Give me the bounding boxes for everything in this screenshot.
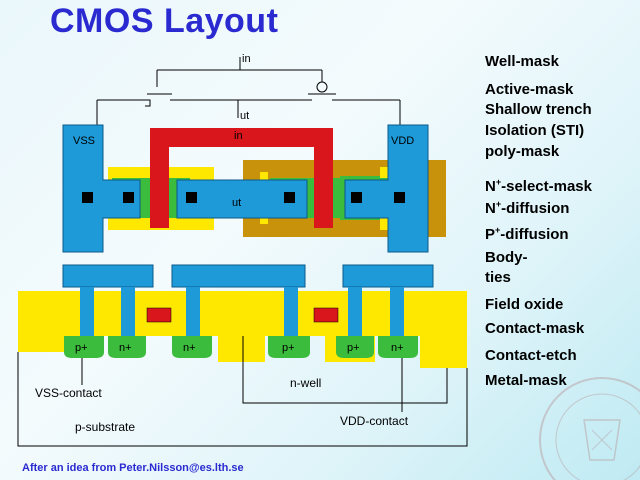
diffusion-label: p+ <box>75 342 88 354</box>
legend-n-diffusion: N+-diffusion <box>485 199 570 217</box>
metal-bar-vss <box>62 264 154 288</box>
diffusion-region <box>378 336 418 358</box>
legend-body-2: ties <box>485 269 511 286</box>
legend-contact-etch: Contact-etch <box>485 347 577 364</box>
legend-metal: Metal-mask <box>485 372 567 389</box>
nwell-outline <box>242 336 448 404</box>
schematic-out-label: ut <box>240 110 249 122</box>
diffusion-label: n+ <box>391 342 404 354</box>
schematic-in-label: in <box>242 53 251 65</box>
schematic-pmos-bubble <box>316 81 328 93</box>
vdd-contact-label: VDD-contact <box>340 414 409 428</box>
schematic-out-wire <box>96 99 401 128</box>
contact-plug <box>80 287 94 336</box>
legend-sti-1: Shallow trench <box>485 101 592 118</box>
contact <box>284 192 295 203</box>
metal-bar-out <box>171 264 306 288</box>
diffusion-label: p+ <box>282 342 295 354</box>
diffusion-region <box>108 336 146 358</box>
poly-gate-nmos <box>146 307 172 323</box>
contact <box>351 192 362 203</box>
diffusion-region <box>336 336 374 358</box>
schematic <box>96 57 401 128</box>
contact <box>123 192 134 203</box>
vss-label: VSS <box>73 135 95 147</box>
substrate-label: p-substrate <box>75 420 135 434</box>
slide-title: CMOS Layout <box>50 2 279 40</box>
cross-section <box>17 264 468 447</box>
contact <box>186 192 197 203</box>
layout-top-view <box>62 124 446 253</box>
legend-field-oxide: Field oxide <box>485 296 564 313</box>
contact-plug <box>186 287 200 336</box>
metal-bar-vdd <box>342 264 434 288</box>
contact-plug <box>348 287 362 336</box>
layout-out-label: ut <box>232 197 241 209</box>
diffusion-label: p+ <box>347 342 360 354</box>
vss-metal <box>62 124 141 253</box>
layout-in-label: in <box>234 130 243 142</box>
contact <box>394 192 405 203</box>
diffusion-region <box>172 336 212 358</box>
legend-well: Well-mask <box>485 53 559 70</box>
university-seal <box>539 377 640 480</box>
poly-gate <box>150 128 333 228</box>
diffusion-label: n+ <box>183 342 196 354</box>
legend-sti-2: Isolation (STI) <box>485 122 585 139</box>
diffusion-region <box>268 336 310 358</box>
nwell-label: n-well <box>290 376 321 390</box>
legend-body-1: Body- <box>485 249 528 266</box>
diffusion-region <box>64 336 104 358</box>
vss-contact-label: VSS-contact <box>35 386 102 400</box>
legend-n-select: N+-select-mask <box>485 177 592 195</box>
legend-p-diffusion: P+-diffusion <box>485 225 569 243</box>
contact-plug <box>284 287 298 336</box>
schematic-in-wire <box>156 57 323 87</box>
schematic-nmos <box>145 93 175 107</box>
footer-credit: After an idea from Peter.Nilsson@es.lth.… <box>22 462 244 474</box>
vdd-metal <box>344 124 429 253</box>
vdd-label: VDD <box>391 135 414 147</box>
schematic-pmos <box>305 93 340 101</box>
poly-gate-pmos <box>313 307 339 323</box>
diffusion-label: n+ <box>119 342 132 354</box>
contact-plug <box>390 287 404 336</box>
legend-contact-mask: Contact-mask <box>485 320 585 337</box>
contact-plug <box>121 287 135 336</box>
substrate-outline <box>17 352 468 447</box>
legend-poly: poly-mask <box>485 143 560 160</box>
legend-active: Active-mask <box>485 81 574 98</box>
contact <box>82 192 93 203</box>
